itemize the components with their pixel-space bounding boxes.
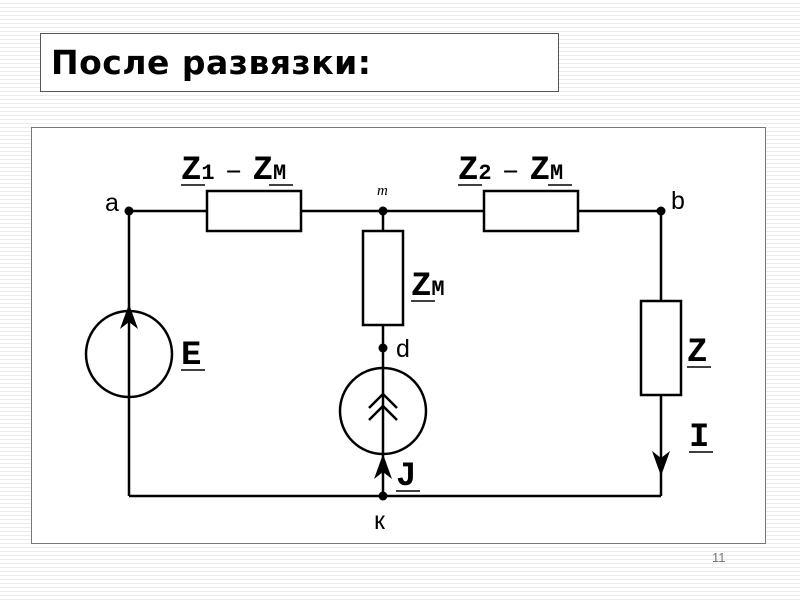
label-z: Z [687,334,707,372]
wires [127,209,663,498]
label-i: I [689,419,709,457]
label-zm: ZM [411,268,445,306]
vector-underlines [181,184,713,492]
node-k [378,491,388,501]
node-label-k: к [374,507,386,535]
slide-title: После развязки: [51,43,372,82]
node-label-d: d [396,335,410,363]
node-label-a: a [105,189,119,217]
voltage-source-e [84,304,174,399]
node-d [378,343,388,353]
impedances [205,189,683,397]
node-b [656,206,666,216]
arrow-down-icon [652,451,670,476]
current-source-j [338,366,428,479]
chevron-up-icon [368,404,398,421]
label-z2-minus-zm: Z2–ZM [458,152,563,190]
impedance-z2-zm [482,189,580,233]
impedance-zm [361,229,405,327]
node-label-m: m [377,183,388,199]
nodes [124,206,666,501]
impedance-z [639,299,683,397]
chevron-up-icon [368,392,398,409]
title-box: После развязки: [40,33,559,92]
arrow-up-icon [120,304,138,329]
node-label-b: b [671,187,685,215]
node-a [124,206,134,216]
impedance-z1-zm [205,189,303,233]
circuit-diagram-panel: a b m d к Z1–ZM Z2–ZM ZM Z E J I [31,127,766,544]
node-m [378,206,388,216]
label-z1-minus-zm: Z1–ZM [181,152,286,190]
label-j: J [396,458,416,496]
page-number: 11 [712,550,726,565]
arrow-up-icon [374,454,392,479]
circuit-diagram: a b m d к Z1–ZM Z2–ZM ZM Z E J I [84,152,713,535]
label-e: E [181,337,201,375]
